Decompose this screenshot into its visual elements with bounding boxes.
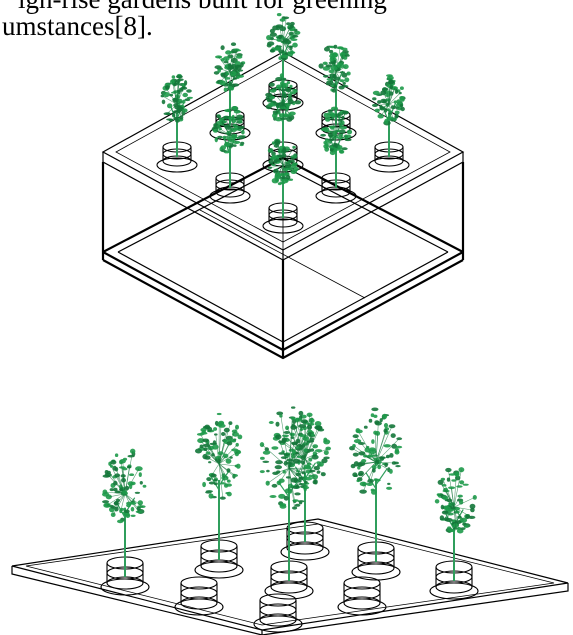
box-bottom-front: [102, 251, 464, 352]
caption-line-2: umstances[8].: [2, 11, 153, 41]
tree-icon: [320, 106, 353, 188]
slab-trees: [102, 406, 477, 581]
slab-right-side: [261, 583, 569, 635]
planter-ring-icon: [174, 576, 224, 616]
tree-icon: [372, 74, 406, 157]
tree-icon: [434, 467, 477, 581]
tree-icon: [318, 44, 351, 125]
tree-icon: [267, 138, 299, 218]
caption-text: igh-rise gardens built for greening umst…: [0, 0, 573, 50]
planter-ring-icon: [253, 593, 303, 633]
slab-inner-rim: [25, 523, 555, 626]
tree-icon: [259, 406, 319, 581]
tree-icon: [102, 448, 147, 577]
caption-line-1: igh-rise gardens built for greening: [18, 0, 387, 13]
isometric-box: [101, 51, 465, 360]
box-trees: [160, 13, 406, 218]
planter-ring-icon: [337, 576, 387, 616]
tree-icon: [211, 106, 246, 188]
ground-slab: [11, 518, 569, 635]
tree-icon: [195, 412, 243, 560]
tree-icon: [266, 13, 301, 95]
tree-icon: [160, 73, 193, 157]
box-internal-divider-2: [199, 209, 366, 299]
tree-icon: [265, 73, 302, 157]
tree-icon: [213, 42, 246, 125]
box-bottom-base: [102, 259, 464, 360]
tree-icon: [349, 407, 403, 562]
slab-left-side: [11, 566, 263, 635]
